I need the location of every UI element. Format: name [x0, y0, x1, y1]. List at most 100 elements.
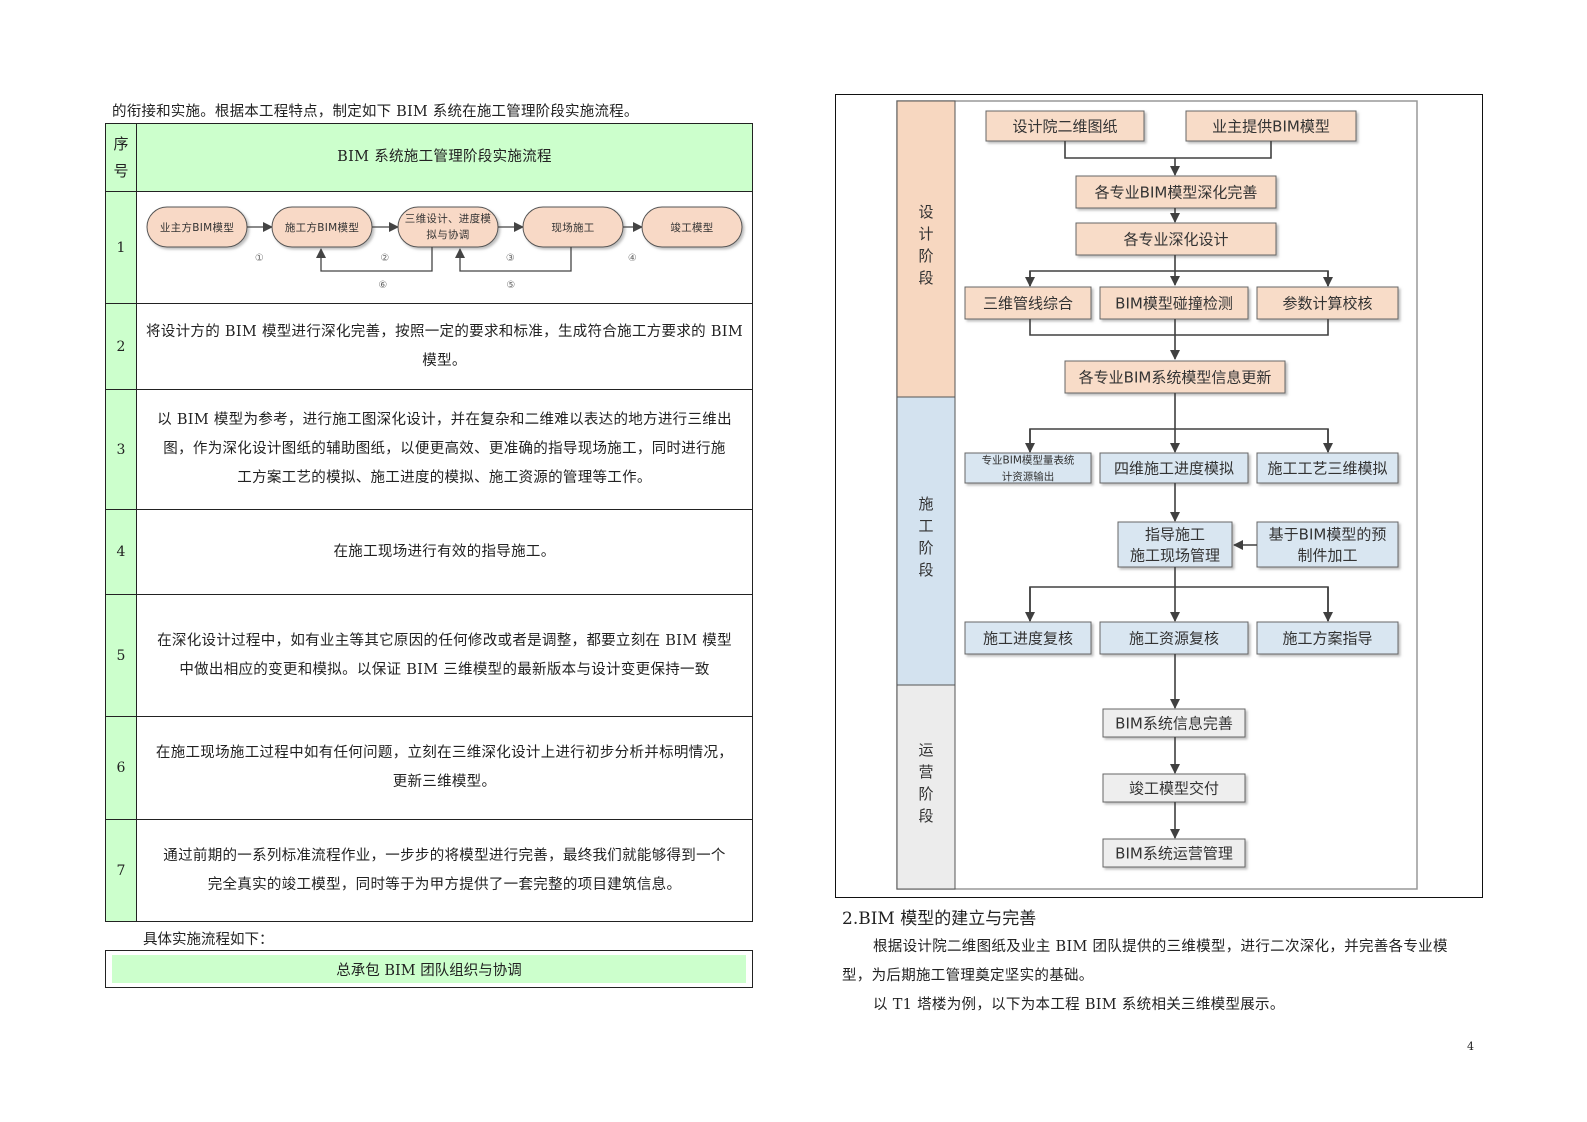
sim-box [1256, 452, 1399, 484]
desc-line: 通过前期的一系列标准流程作业，一步步的将模型进行完善，最终我们就能够得到一个 [163, 847, 726, 864]
sim-box-label: 四维施工进度模拟 [1114, 459, 1234, 477]
row-description: 以 BIM 模型为参考，进行施工图深化设计，并在复杂和二维难以表达的地方进行三维… [137, 390, 752, 509]
header-title: BIM 系统施工管理阶段实施流程 [137, 124, 752, 191]
review-box-label: 施工进度复核 [983, 629, 1073, 647]
review-box-label: 施工资源复核 [1129, 629, 1219, 647]
desc-line: 在施工现场进行有效的指导施工。 [333, 543, 556, 560]
deepen-model-box [1075, 175, 1277, 209]
row-number: 1 [106, 192, 137, 303]
input-box-label: 设计院二维图纸 [1012, 117, 1117, 135]
review-box [1099, 621, 1249, 655]
phase-label-char: 工 [918, 517, 933, 535]
input-box [985, 110, 1145, 142]
operation-box [1102, 708, 1246, 738]
phase-label-char: 阶 [918, 247, 933, 265]
team-box: 总承包 BIM 团队组织与协调 [105, 950, 753, 988]
feedback-arrow-6 [316, 246, 433, 272]
deepen-model-box-label: 各专业BIM模型深化完善 [1095, 183, 1258, 201]
deepen-design-box [1075, 222, 1277, 256]
desc-line: 工方案工艺的模拟、施工进度的模拟、施工资源的管理等工作。 [237, 470, 652, 486]
flow-node-label: 拟与协调 [426, 228, 469, 241]
sim-box [1099, 452, 1249, 484]
info-update-box-label: 各专业BIM系统模型信息更新 [1079, 368, 1272, 386]
sim-box [964, 452, 1092, 484]
row-description: 在深化设计过程中，如有业主等其它原因的任何修改或者是调整，都要立刻在 BIM 模… [137, 595, 752, 716]
flow-node-label: 业主方BIM模型 [160, 221, 234, 234]
phase-column [896, 100, 956, 398]
phase-column [896, 684, 956, 890]
step-label: ③ [506, 253, 515, 264]
header-seq-char-2: 号 [113, 161, 129, 180]
flow-connector [1064, 141, 1272, 159]
step-label: ⑤ [506, 280, 515, 291]
operation-box-label: BIM系统运营管理 [1115, 844, 1233, 862]
section-title: 2.BIM 模型的建立与完善 [842, 909, 1037, 929]
team-box-label: 总承包 BIM 团队组织与协调 [112, 955, 746, 983]
check-box [1256, 286, 1399, 320]
flow-node-label: 现场施工 [551, 221, 594, 234]
sim-box-label: 专业BIM模型量表统 [982, 454, 1075, 467]
page-number: 4 [1467, 1040, 1474, 1053]
desc-line: 更新三维模型。 [392, 774, 497, 790]
row-number: 7 [106, 820, 137, 921]
desc-line: 在深化设计过程中，如有业主等其它原因的任何修改或者是调整，都要立刻在 BIM 模… [157, 632, 732, 649]
check-box-label: 三维管线综合 [983, 294, 1073, 312]
bim-phase-flowchart: 设计阶段施工阶段运营阶段设计院二维图纸业主提供BIM模型各专业BIM模型深化完善… [896, 100, 1418, 890]
paragraph: 以 T1 塔楼为例，以下为本工程 BIM 系统相关三维模型展示。 [873, 997, 1285, 1013]
paragraph: 根据设计院二维图纸及业主 BIM 团队提供的三维模型，进行二次深化，并完善各专业… [873, 939, 1448, 955]
operation-box [1102, 838, 1246, 868]
input-box [1185, 110, 1357, 142]
table-row: 2 将设计方的 BIM 模型进行深化完善，按照一定的要求和标准，生成符合施工方要… [106, 303, 752, 389]
phase-label-char: 运 [918, 741, 933, 759]
intro-text: 的衔接和实施。根据本工程特点，制定如下 BIM 系统在施工管理阶段实施流程。 [112, 104, 639, 120]
desc-line: 模型。 [422, 352, 467, 369]
phase-label-char: 段 [918, 561, 933, 579]
check-box [964, 286, 1092, 320]
row-description: 将设计方的 BIM 模型进行深化完善，按照一定的要求和标准，生成符合施工方要求的… [137, 304, 752, 389]
table-row: 7 通过前期的一系列标准流程作业，一步步的将模型进行完善，最终我们就能够得到一个… [106, 819, 752, 921]
desc-line: 中做出相应的变更和模拟。以保证 BIM 三维模型的最新版本与设计变更保持一致 [179, 661, 710, 678]
step-label: ④ [628, 253, 637, 264]
desc-line: 完全真实的竣工模型，同时等于为甲方提供了一套完整的项目建筑信息。 [207, 876, 682, 893]
table-header-row: 序 号 BIM 系统施工管理阶段实施流程 [106, 124, 752, 191]
row-number: 5 [106, 595, 137, 716]
prefab-box [1256, 521, 1399, 568]
sim-box-label: 计资源输出 [1002, 470, 1055, 483]
desc-line: 图，作为深化设计图纸的辅助图纸，以便更高效、更准确的指导现场施工，同时进行施 [163, 441, 726, 457]
sub-intro-text: 具体实施流程如下： [143, 932, 274, 948]
operation-box-label: 竣工模型交付 [1129, 779, 1219, 797]
phase-label-char: 营 [918, 763, 933, 781]
mini-flow-diagram: 业主方BIM模型①施工方BIM模型②三维设计、进度模拟与协调③现场施工④竣工模型… [146, 206, 743, 291]
phase-label-char: 计 [918, 225, 933, 243]
review-box [1256, 621, 1399, 655]
phase-label-char: 段 [918, 807, 933, 825]
guide-box-label: 施工现场管理 [1130, 546, 1220, 564]
prefab-box-label: 制件加工 [1297, 546, 1357, 564]
flowchart-frame: 设计阶段施工阶段运营阶段设计院二维图纸业主提供BIM模型各专业BIM模型深化完善… [835, 94, 1483, 898]
phase-column [896, 396, 956, 686]
phase-label-char: 阶 [918, 539, 933, 557]
desc-line: 以 BIM 模型为参考，进行施工图深化设计，并在复杂和二维难以表达的地方进行三维… [157, 412, 732, 428]
header-seq-cell: 序 号 [106, 124, 137, 191]
desc-line: 将设计方的 BIM 模型进行深化完善，按照一定的要求和标准，生成符合施工方要求的… [146, 323, 743, 340]
check-box-label: 参数计算校核 [1282, 294, 1372, 312]
flow-connector [1029, 319, 1329, 336]
review-box-label: 施工方案指导 [1282, 629, 1372, 647]
step-label: ⑥ [378, 280, 387, 291]
guide-box-label: 指导施工 [1145, 525, 1205, 543]
step-label: ② [380, 253, 389, 264]
input-box-label: 业主提供BIM模型 [1212, 117, 1330, 135]
check-box [1099, 286, 1249, 320]
row-description: 在施工现场施工过程中如有任何问题，立刻在三维深化设计上进行初步分析并标明情况， … [137, 717, 752, 819]
row-description: 在施工现场进行有效的指导施工。 [137, 510, 752, 594]
table-row: 6 在施工现场施工过程中如有任何问题，立刻在三维深化设计上进行初步分析并标明情况… [106, 716, 752, 819]
desc-line: 在施工现场施工过程中如有任何问题，立刻在三维深化设计上进行初步分析并标明情况， [155, 745, 734, 761]
phase-label-char: 段 [918, 269, 933, 287]
sim-box-label: 施工工艺三维模拟 [1267, 459, 1387, 477]
table-row: 5 在深化设计过程中，如有业主等其它原因的任何修改或者是调整，都要立刻在 BIM… [106, 594, 752, 716]
operation-box [1102, 773, 1246, 803]
flow-node-label: 竣工模型 [670, 221, 713, 234]
row-description: 通过前期的一系列标准流程作业，一步步的将模型进行完善，最终我们就能够得到一个 完… [137, 820, 752, 921]
